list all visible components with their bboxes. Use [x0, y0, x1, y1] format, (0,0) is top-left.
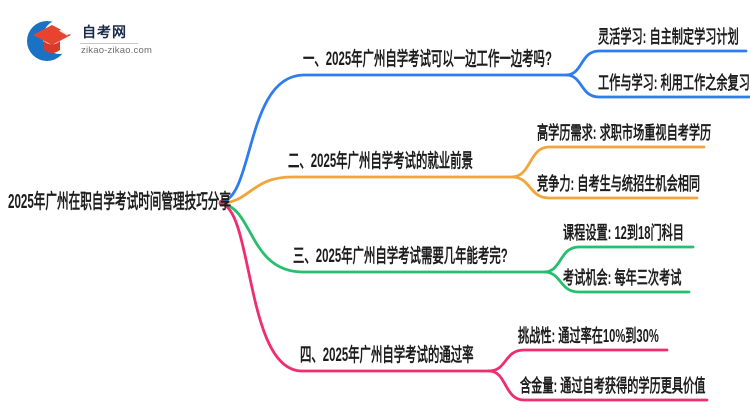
graduation-cap-icon: [27, 20, 76, 61]
branch3-connector: [220, 202, 695, 294]
branch3-subtopic-1: 课程设置: 12到18门科目: [563, 223, 684, 243]
branch2-child1-line: [510, 145, 706, 179]
branch1-connector: [220, 49, 750, 204]
branch4-subtopic-1: 挑战性: 通过率在10%到30%: [518, 326, 659, 346]
branch2-main-line: [220, 175, 514, 205]
logo-domain: zikao-zikao.com: [81, 45, 153, 56]
branch3-subtopic-2: 考试机会: 每年三次考试: [563, 268, 682, 288]
branch2-title: 二、2025年广州自学考试的就业前景: [288, 151, 473, 172]
branch4-subtopic-2: 含金量: 通过自考获得的学历更具价值: [520, 376, 706, 396]
branch1-child1-line: [564, 49, 748, 77]
branch1-main-line: [220, 73, 568, 204]
branch2-connector: [220, 145, 706, 205]
branch3-main-line: [220, 202, 546, 274]
branch4-main-line: [220, 202, 491, 373]
branch4-child2-line: [487, 369, 709, 402]
logo-divider: [80, 43, 138, 44]
branch3-child2-line: [542, 270, 691, 294]
branch3-title: 三、2025年广州自学考试需要几年能考完?: [293, 246, 508, 267]
branch1-subtopic-1: 灵活学习: 自主制定学习计划: [598, 27, 739, 47]
branch2-child2-line: [510, 175, 699, 200]
branch2-subtopic-2: 竞争力: 自考生与统招生机会相同: [537, 174, 701, 194]
branch1-child2-line: [564, 73, 750, 99]
branch3-child1-line: [542, 245, 695, 274]
branch1-title: 一、2025年广州自学考试可以一边工作一边考吗?: [303, 49, 552, 70]
root-junction-dot: [218, 199, 226, 207]
root-topic: 2025年广州在职自学考试时间管理技巧分享: [8, 191, 232, 213]
branch4-title: 四、2025年广州自学考试的通过率: [300, 345, 474, 366]
branch2-subtopic-1: 高学历需求: 求职市场重视自考学历: [537, 123, 712, 143]
branch4-connector: [220, 202, 709, 402]
site-logo: 自考网 zikao-zikao.com: [24, 14, 154, 66]
logo-title: 自考网: [82, 24, 127, 40]
branch4-child1-line: [487, 348, 669, 373]
branch1-subtopic-2: 工作与学习: 利用工作之余复习: [598, 73, 750, 93]
